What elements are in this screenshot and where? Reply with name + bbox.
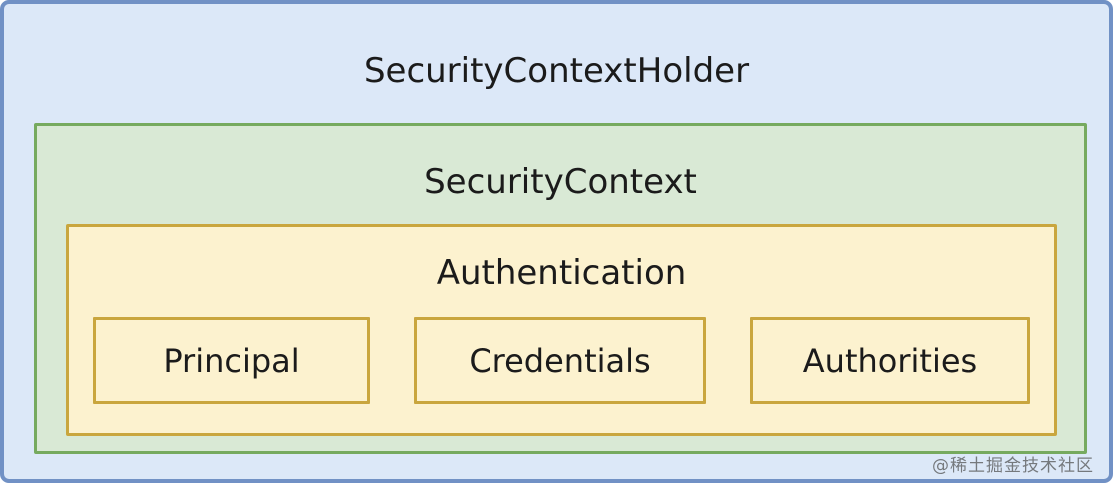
security-context-holder-title: SecurityContextHolder [363, 51, 750, 91]
authentication-box: Authentication Principal Credentials Aut… [66, 224, 1057, 436]
security-context-box: SecurityContext Authentication Principal… [34, 123, 1087, 454]
authentication-title: Authentication [436, 253, 687, 293]
watermark: @稀土掘金技术社区 [932, 456, 1094, 476]
credentials-box: Credentials [414, 317, 706, 404]
principal-box: Principal [93, 317, 370, 404]
authorities-box: Authorities [750, 317, 1030, 404]
authentication-items-row: Principal Credentials Authorities [93, 317, 1030, 404]
security-context-title: SecurityContext [424, 162, 697, 202]
